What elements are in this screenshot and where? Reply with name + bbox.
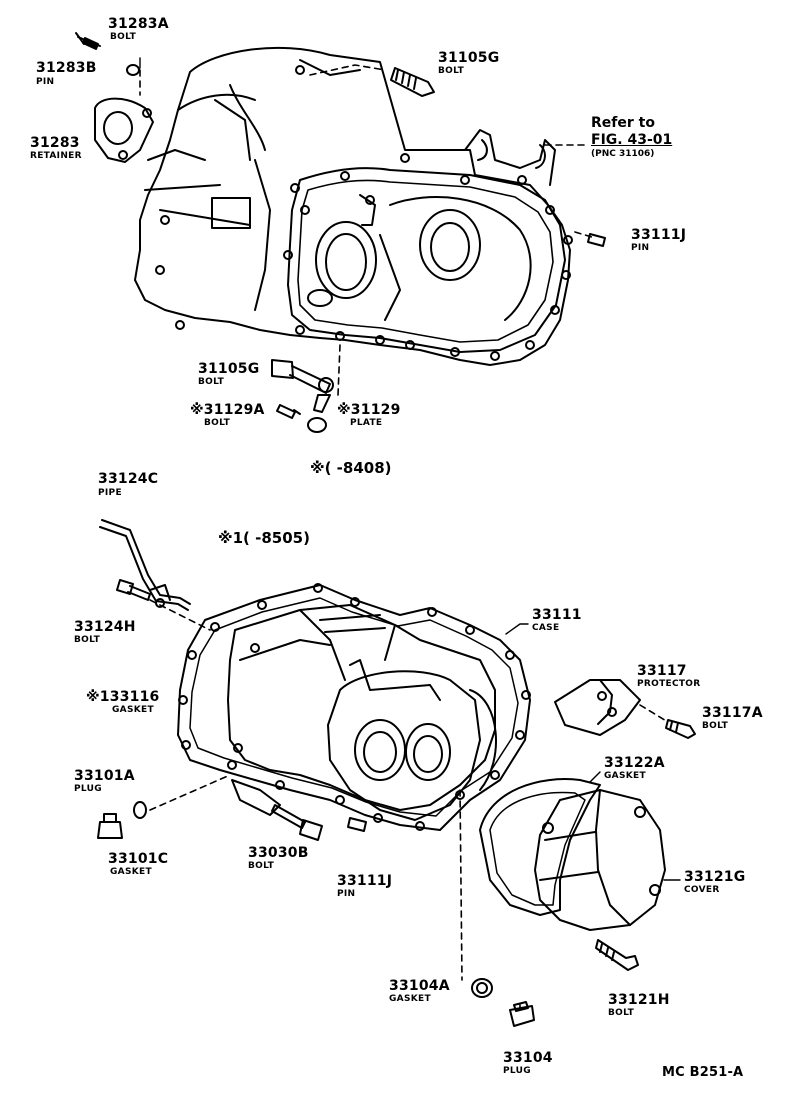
part-number-33104: 33104 bbox=[503, 1050, 553, 1066]
part-name-33124H: BOLT bbox=[74, 635, 101, 645]
protector-33117-drawing bbox=[554, 679, 641, 736]
transaxle-housing-drawing bbox=[134, 46, 573, 366]
part-name-33101C: GASKET bbox=[110, 867, 152, 877]
applicability-note-8408: ※( -8408) bbox=[310, 459, 392, 477]
part-name-33116: GASKET bbox=[112, 705, 154, 715]
part-number-31129: ※31129 bbox=[337, 402, 401, 418]
part-number-31283: 31283 bbox=[30, 135, 80, 151]
part-number-33117A: 33117A bbox=[702, 705, 763, 721]
reference-pnc: (PNC 31106) bbox=[591, 149, 655, 159]
part-number-33124C: 33124C bbox=[98, 471, 159, 487]
part-name-31129A: BOLT bbox=[204, 418, 231, 428]
part-name-33030B: BOLT bbox=[248, 861, 275, 871]
part-number-33101A: 33101A bbox=[74, 768, 135, 784]
bolt-33117A-drawing bbox=[665, 719, 696, 739]
part-name-31283B: PIN bbox=[36, 77, 55, 87]
part-name-33101A: PLUG bbox=[74, 784, 102, 794]
solid-leader-lines bbox=[139, 57, 681, 881]
pin-33111J-top-drawing bbox=[587, 233, 606, 247]
part-number-33124H: 33124H bbox=[74, 619, 136, 635]
part-number-33122A: 33122A bbox=[604, 755, 665, 771]
retainer-31283-drawing bbox=[75, 32, 154, 163]
part-number-33104A: 33104A bbox=[389, 978, 450, 994]
bolt-33030B-drawing bbox=[271, 804, 323, 841]
part-number-33117: 33117 bbox=[637, 663, 687, 679]
cover-33121G-drawing bbox=[479, 778, 666, 931]
part-name-33117: PROTECTOR bbox=[637, 679, 701, 689]
gasket-33101C-drawing bbox=[133, 801, 147, 819]
part-name-31105G-top: BOLT bbox=[438, 66, 465, 76]
part-number-33116: ※133116 bbox=[86, 689, 160, 705]
bolt-33121H-drawing bbox=[595, 939, 639, 971]
part-number-33111: 33111 bbox=[532, 607, 582, 623]
part-number-33111J-lower: 33111J bbox=[337, 873, 393, 889]
bolt-31105G-top-drawing bbox=[390, 67, 435, 97]
part-name-33111: CASE bbox=[532, 623, 560, 633]
transmission-case-drawing bbox=[177, 583, 531, 831]
reference-figure-link[interactable]: FIG. 43-01 bbox=[591, 132, 673, 148]
part-number-31283B: 31283B bbox=[36, 60, 97, 76]
bottom-leader-lines bbox=[149, 599, 669, 1011]
plug-33104-drawing bbox=[509, 1001, 535, 1027]
part-number-31105G-lower: 31105G bbox=[198, 361, 260, 377]
part-number-33101C: 33101C bbox=[108, 851, 169, 867]
figure-code: MC B251-A bbox=[662, 1065, 744, 1080]
part-name-33111J-lower: PIN bbox=[337, 889, 356, 899]
plug-33101A-drawing bbox=[97, 813, 123, 839]
gasket-33104A-drawing bbox=[471, 978, 493, 998]
part-name-31105G-lower: BOLT bbox=[198, 377, 225, 387]
bolt-33124H-drawing bbox=[116, 579, 151, 601]
part-number-31129A: ※31129A bbox=[190, 402, 265, 418]
part-name-33121G: COVER bbox=[684, 885, 720, 895]
plate-31129-drawing bbox=[276, 394, 331, 433]
part-name-33104: PLUG bbox=[503, 1066, 531, 1076]
part-name-33117A: BOLT bbox=[702, 721, 729, 731]
part-number-33121H: 33121H bbox=[608, 992, 670, 1008]
top-leader-lines bbox=[139, 64, 596, 396]
pin-33111J-lower-drawing bbox=[347, 817, 367, 832]
part-name-33121H: BOLT bbox=[608, 1008, 635, 1018]
part-name-33111J-top: PIN bbox=[631, 243, 650, 253]
pipe-33124C-drawing bbox=[99, 519, 191, 611]
part-name-33104A: GASKET bbox=[389, 994, 431, 1004]
part-name-31283: RETAINER bbox=[30, 151, 82, 161]
part-name-31283A: BOLT bbox=[110, 32, 137, 42]
bolt-31105G-lower-drawing bbox=[271, 359, 334, 394]
part-number-33111J-top: 33111J bbox=[631, 227, 687, 243]
part-number-31105G-top: 31105G bbox=[438, 50, 500, 66]
applicability-note-8505: ※1( -8505) bbox=[218, 529, 310, 547]
part-name-33124C: PIPE bbox=[98, 488, 122, 498]
part-number-33121G: 33121G bbox=[684, 869, 746, 885]
reference-line-1: Refer to bbox=[591, 115, 655, 131]
part-number-31283A: 31283A bbox=[108, 16, 169, 32]
part-name-33122A: GASKET bbox=[604, 771, 646, 781]
part-number-33030B: 33030B bbox=[248, 845, 309, 861]
part-name-31129: PLATE bbox=[350, 418, 383, 428]
